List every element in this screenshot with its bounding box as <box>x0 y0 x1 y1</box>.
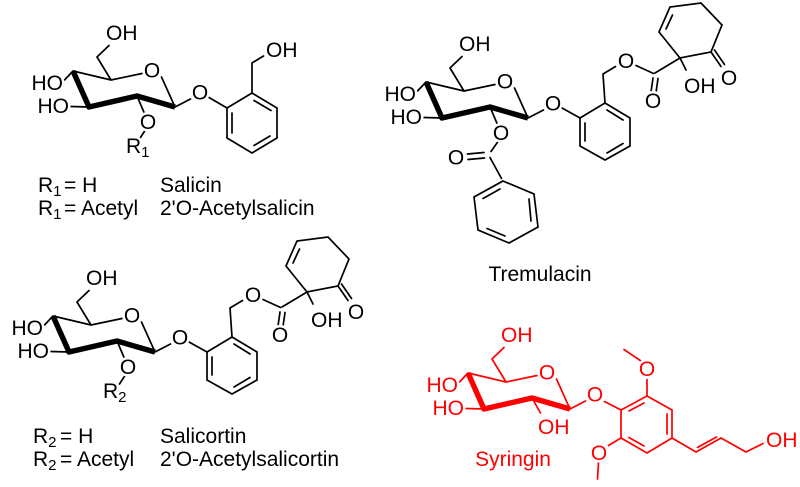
legend-r1-row1: R1 <box>38 174 62 200</box>
legend-value-row1: = H <box>64 174 97 197</box>
glucose-bonds <box>416 55 545 126</box>
atom-label-c3-ho: HO <box>38 95 70 118</box>
atom-label-c2-o: O <box>120 356 136 379</box>
atom-label-c6-oh: OH <box>459 33 491 56</box>
atom-label-c6-oh: OH <box>501 324 533 347</box>
atom-label-glycosidic-o: O <box>587 384 603 407</box>
atom-label-ester-o: O <box>245 284 261 307</box>
atom-label-c3-ho: HO <box>391 106 423 129</box>
atom-label-c3-ho: HO <box>18 340 50 363</box>
atom-label-quaternary-oh: OH <box>684 75 716 98</box>
propenol-chain-bonds <box>671 436 764 453</box>
legend-r1-row2: R1 <box>38 197 62 223</box>
atom-label-methoxy-top-o: O <box>639 358 655 381</box>
atom-label-ring-o: O <box>144 60 160 83</box>
compound-name-acetylsalicortin: 2'O-Acetylsalicortin <box>160 448 339 471</box>
atom-label-glycosidic-o: O <box>192 82 208 105</box>
atom-label-c3-ho: HO <box>433 397 465 420</box>
atom-label-ring-o: O <box>539 362 555 385</box>
glucose-bonds <box>43 289 172 385</box>
glucose-wedge-bonds <box>50 314 156 355</box>
compound-name-tremulacin: Tremulacin <box>488 263 591 286</box>
atom-label-methoxy-bottom-o: O <box>591 442 607 465</box>
salicortin-structure: OH HO HO O O O R2 O O OH O R2 = H Salico… <box>9 236 367 474</box>
atom-label-ester-carbonyl-o: O <box>272 324 288 347</box>
atom-label-c4-ho: HO <box>32 72 64 95</box>
atom-label-glycosidic-o: O <box>545 93 561 116</box>
atom-label-quaternary-oh: OH <box>311 309 343 332</box>
glucose-wedge-bonds <box>423 80 529 121</box>
atom-label-c4-ho: HO <box>427 374 459 397</box>
atom-label-ester-carbonyl-o: O <box>645 90 661 113</box>
salicin-structure: OH HO HO O O O R1 OH R1 = H Salicin R1 =… <box>29 20 315 224</box>
benzoyl-bonds <box>466 140 539 244</box>
cyclohexenone-bonds <box>658 2 726 71</box>
benzyl-phenol-bonds <box>208 55 278 154</box>
benzyl-ester-bonds <box>188 291 308 395</box>
atom-label-r1: R1 <box>126 135 150 161</box>
glucose-bonds <box>63 44 192 140</box>
legend-value-row2: = Acetyl <box>64 197 138 220</box>
glucose-wedge-bonds <box>465 371 571 412</box>
atom-label-benzyl-oh: OH <box>266 39 298 62</box>
compound-name-salicortin: Salicortin <box>160 425 246 448</box>
atom-label-ketone-o: O <box>348 301 364 324</box>
atom-label-benzoyl-carbonyl-o: O <box>448 147 464 170</box>
atom-label-c4-ho: HO <box>385 83 417 106</box>
atom-label-c6-oh: OH <box>86 267 118 290</box>
atom-label-r2: R2 <box>103 380 127 406</box>
salicortin-legend: R2 = H Salicortin R2 = Acetyl 2'O-Acetyl… <box>33 425 339 474</box>
atom-label-ketone-o: O <box>721 67 737 90</box>
benzyl-ester-bonds <box>561 57 681 161</box>
glucose-wedge-bonds <box>70 69 176 110</box>
compound-name-acetylsalicin: 2'O-Acetylsalicin <box>160 197 315 220</box>
atom-label-ester-o: O <box>618 50 634 73</box>
cyclohexenone-bonds <box>285 236 353 305</box>
legend-value-row1: = H <box>60 425 93 448</box>
legend-r2-row2: R2 <box>33 448 57 474</box>
syringyl-ring-bonds <box>596 348 673 480</box>
compound-name-syringin: Syringin <box>475 448 551 471</box>
glucose-bonds <box>458 346 587 414</box>
atom-label-c2-o: O <box>140 111 156 134</box>
syringin-structure: OH HO HO O O OH O O OH Syringin <box>424 322 800 480</box>
atom-label-glycosidic-o: O <box>172 327 188 350</box>
atom-label-ring-o: O <box>497 71 513 94</box>
atom-label-ring-o: O <box>124 305 140 328</box>
atom-label-c4-ho: HO <box>12 317 44 340</box>
atom-label-c6-oh: OH <box>106 22 138 45</box>
atom-label-chain-oh: OH <box>766 429 798 452</box>
salicin-legend: R1 = H Salicin R1 = Acetyl 2'O-Acetylsal… <box>38 174 315 223</box>
legend-value-row2: = Acetyl <box>60 448 134 471</box>
atom-label-c2-o: O <box>493 122 509 145</box>
tremulacin-structure: OH HO HO O O O O O O OH O Tremulacin <box>382 2 740 286</box>
legend-r2-row1: R2 <box>33 425 57 451</box>
compound-name-salicin: Salicin <box>160 174 222 197</box>
atom-label-c2-oh: OH <box>538 416 570 439</box>
